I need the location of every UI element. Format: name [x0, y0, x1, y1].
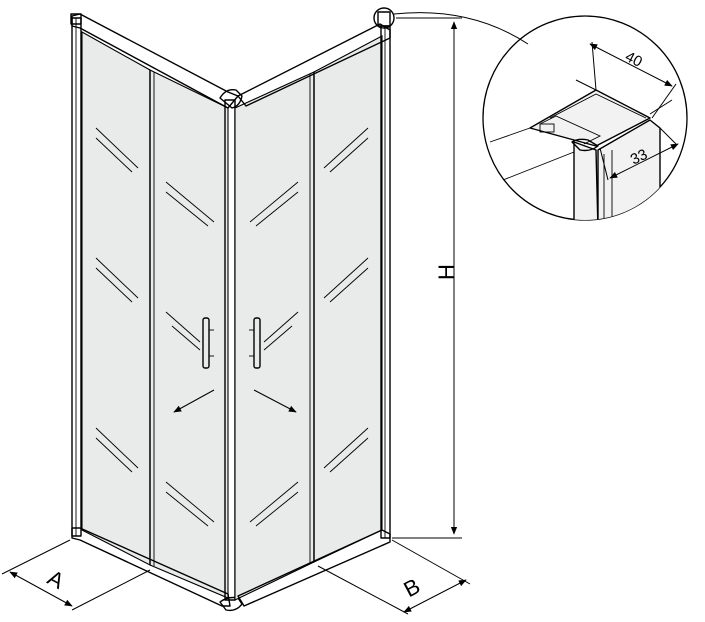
right-door-glass: [234, 71, 315, 601]
detail-callout: 40 33: [373, 7, 688, 221]
left-panel: [71, 13, 243, 612]
left-door-handle: [202, 317, 210, 369]
opening-direction-arrows: [173, 389, 297, 413]
left-wall-profile: [71, 17, 82, 537]
dimension-a-label: A: [44, 565, 69, 594]
left-top-rail: [71, 13, 239, 109]
corner-cap-top: [219, 88, 243, 109]
left-door-glass: [149, 69, 229, 599]
dimension-h: H: [392, 17, 462, 539]
right-top-cap: [377, 11, 391, 27]
dimension-b-label: B: [400, 573, 425, 602]
door-handles: [202, 317, 261, 369]
left-door-opening-arrow: [173, 389, 215, 413]
left-bottom-rail: [71, 527, 231, 607]
profile-depth-label: 40: [622, 48, 645, 71]
profile-width-label: 33: [628, 146, 650, 169]
detail-marker-circle: [373, 7, 395, 29]
dimension-b: B: [317, 539, 471, 615]
left-top-cap: [70, 13, 82, 25]
profile-detail: [489, 41, 679, 220]
right-fixed-glass: [313, 35, 383, 563]
right-door-handle: [253, 317, 261, 369]
left-fixed-glass: [81, 31, 151, 566]
right-door-opening-arrow: [253, 389, 297, 413]
dimension-h-label: H: [434, 264, 459, 280]
glass-reflections: [95, 127, 369, 527]
